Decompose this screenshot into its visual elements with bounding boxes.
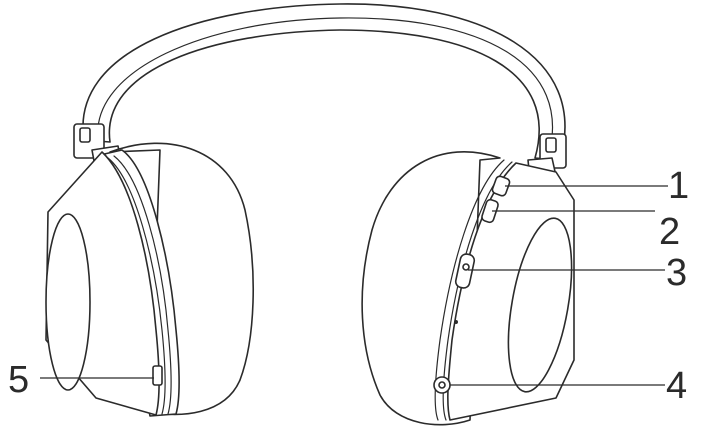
port-5-icon bbox=[152, 365, 163, 386]
left-earcup bbox=[45, 142, 255, 417]
button-2-icon bbox=[481, 198, 499, 224]
callout-2: 2 bbox=[659, 211, 680, 253]
headband bbox=[82, 3, 566, 161]
switch-3-icon bbox=[454, 253, 476, 289]
right-earcup bbox=[361, 151, 575, 426]
callout-4: 4 bbox=[666, 365, 687, 407]
leader-lines bbox=[40, 185, 668, 386]
button-1-icon bbox=[491, 175, 511, 197]
callout-5: 5 bbox=[8, 359, 29, 401]
callout-3: 3 bbox=[666, 252, 687, 294]
callout-1: 1 bbox=[668, 165, 689, 207]
